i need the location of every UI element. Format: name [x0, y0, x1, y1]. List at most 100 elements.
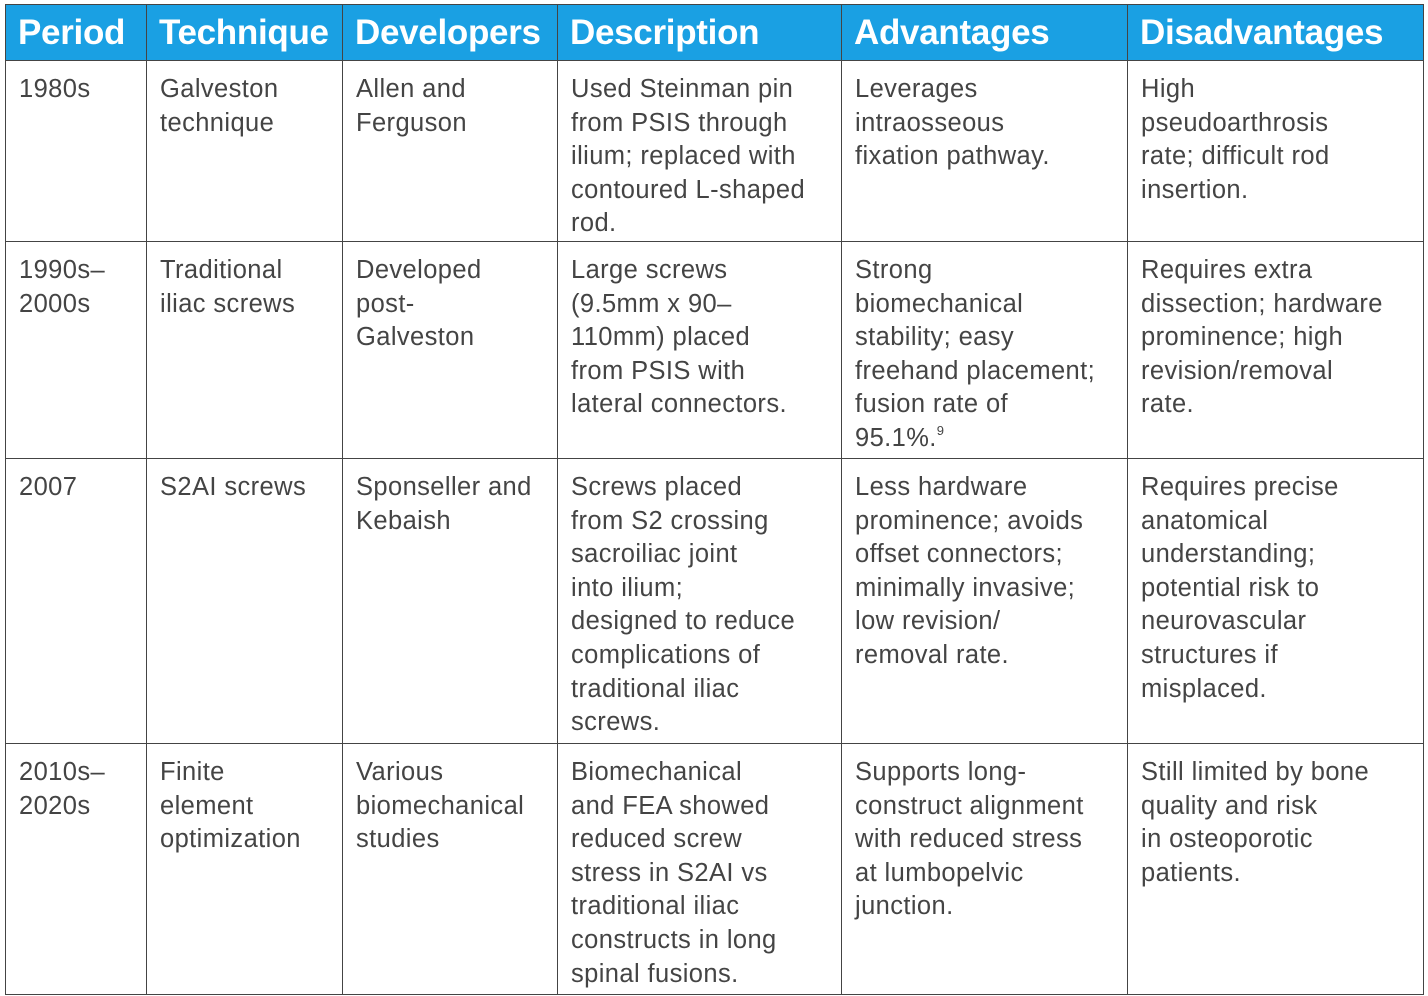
cell-period: 2007	[5, 458, 147, 744]
text-line: revision/removal	[1141, 356, 1334, 385]
text-line: Biomechanical	[571, 758, 743, 786]
text-line: intraosseous	[855, 108, 1005, 137]
text-line: Various	[356, 758, 444, 786]
text-line: rate; difficult rod	[1141, 142, 1330, 171]
text-line: low revision/	[855, 607, 1001, 636]
text-line: traditional iliac	[571, 674, 740, 703]
text-line: minimally invasive;	[855, 573, 1076, 602]
text-line: Leverages	[855, 75, 978, 103]
cell-disadvantages: High pseudoarthrosis rate; difficult rod…	[1127, 60, 1424, 242]
text-line: fusion rate of	[855, 390, 1009, 419]
header-technique: Technique	[146, 4, 343, 61]
cell-period: 1980s	[5, 60, 147, 242]
header-description: Description	[557, 4, 842, 61]
text-line: fixation pathway.	[855, 142, 1050, 171]
text-line: 2007	[19, 473, 78, 501]
text-line: Traditional	[160, 256, 283, 284]
text-line: ilium; replaced with	[571, 142, 796, 171]
comparison-table: Period Technique Developers Description …	[5, 4, 1424, 995]
text-line: construct alignment	[855, 791, 1084, 820]
text-line: Less hardware	[855, 473, 1028, 501]
text-line: with reduced stress	[855, 825, 1083, 854]
text-line: Requires precise	[1141, 473, 1339, 501]
text-line: 2010s–	[19, 758, 106, 786]
text-line: element	[160, 791, 254, 820]
header-developers: Developers	[342, 4, 558, 61]
text-line: stability; easy	[855, 323, 1015, 352]
cell-technique: Finite element optimization	[146, 743, 343, 995]
header-disadvantages: Disadvantages	[1127, 4, 1424, 61]
text-line: (9.5mm x 90–	[571, 289, 732, 318]
text-line: in osteoporotic	[1141, 825, 1313, 854]
text-line: freehand placement;	[855, 356, 1096, 385]
text-line: 2020s	[19, 791, 91, 820]
cell-disadvantages: Requires extra dissection; hardware prom…	[1127, 241, 1424, 459]
text-line: Ferguson	[356, 108, 467, 137]
text-line: designed to reduce	[571, 607, 796, 636]
text-line: anatomical	[1141, 506, 1269, 535]
text-line: dissection; hardware	[1141, 289, 1383, 318]
cell-advantages: Less hardware prominence; avoids offset …	[841, 458, 1128, 744]
cell-developers: Developed post- Galveston	[342, 241, 558, 459]
cell-description: Biomechanical and FEA showed reduced scr…	[557, 743, 842, 995]
text-line: from PSIS through	[571, 108, 788, 137]
text-line: patients.	[1141, 858, 1241, 887]
header-period: Period	[5, 4, 147, 61]
cell-description: Used Steinman pin from PSIS through iliu…	[557, 60, 842, 242]
text-line: Screws placed	[571, 473, 743, 501]
cell-advantages: Supports long- construct alignment with …	[841, 743, 1128, 995]
text-line: iliac screws	[160, 289, 296, 318]
text-line: Supports long-	[855, 758, 1027, 786]
text-line: Galveston	[160, 75, 279, 103]
cell-disadvantages: Still limited by bone quality and risk i…	[1127, 743, 1424, 995]
cell-developers: Various biomechanical studies	[342, 743, 558, 995]
text-line: into ilium;	[571, 573, 684, 602]
citation-ref: 9	[936, 422, 945, 438]
cell-technique: Traditional iliac screws	[146, 241, 343, 459]
text-line: S2AI screws	[160, 473, 307, 501]
text-line: 95.1%.9	[855, 422, 1121, 456]
text-line: rate.	[1141, 390, 1195, 419]
cell-disadvantages: Requires precise anatomical understandin…	[1127, 458, 1424, 744]
text-line: complications of	[571, 640, 761, 669]
text-line: from PSIS with	[571, 356, 746, 385]
text-line: sacroiliac joint	[571, 540, 738, 569]
text-line: biomechanical	[855, 289, 1024, 318]
text-line: technique	[160, 108, 275, 137]
text-line: contoured L-shaped	[571, 175, 806, 204]
table-row: 1990s– 2000s Traditional iliac screws De…	[5, 241, 1424, 459]
text-line: Still limited by bone	[1141, 758, 1370, 786]
text-line: insertion.	[1141, 175, 1249, 204]
text-line: constructs in long	[571, 925, 777, 954]
text-line: screws.	[571, 708, 661, 737]
text-line: understanding;	[1141, 540, 1316, 569]
text-line: rod.	[571, 209, 617, 238]
text-line: studies	[356, 825, 440, 854]
table-row: 2010s– 2020s Finite element optimization…	[5, 743, 1424, 995]
text-line: Kebaish	[356, 506, 451, 535]
text-line: Finite	[160, 758, 225, 786]
text-line: stress in S2AI vs	[571, 858, 768, 887]
text-line: optimization	[160, 825, 301, 854]
text-line: Galveston	[356, 323, 475, 352]
text-line: misplaced.	[1141, 674, 1267, 703]
text-line: prominence; high	[1141, 323, 1344, 352]
text-line: High	[1141, 75, 1196, 103]
cell-developers: Sponseller and Kebaish	[342, 458, 558, 744]
text-line: pseudoarthrosis	[1141, 108, 1329, 137]
text-line: biomechanical	[356, 791, 525, 820]
text-line: neurovascular	[1141, 607, 1307, 636]
text-fragment: 95.1%.	[855, 423, 937, 452]
text-line: 1990s–	[19, 256, 106, 284]
cell-description: Large screws (9.5mm x 90– 110mm) placed …	[557, 241, 842, 459]
cell-description: Screws placed from S2 crossing sacroilia…	[557, 458, 842, 744]
text-line: offset connectors;	[855, 540, 1064, 569]
text-line: from S2 crossing	[571, 506, 769, 535]
header-advantages: Advantages	[841, 4, 1128, 61]
text-line: Sponseller and	[356, 473, 532, 501]
header-row: Period Technique Developers Description …	[5, 4, 1424, 61]
table-row: 1980s Galveston technique Allen and Ferg…	[5, 60, 1424, 242]
text-line: lateral connectors.	[571, 390, 787, 419]
text-line: Requires extra	[1141, 256, 1313, 284]
text-line: 1980s	[19, 75, 91, 103]
